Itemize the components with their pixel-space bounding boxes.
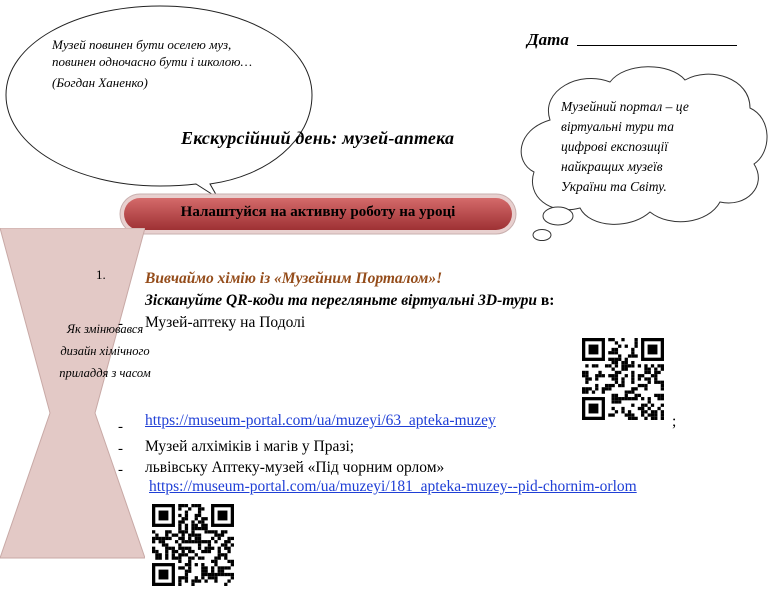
banner-shape: [119, 193, 517, 235]
task-subheading: Зіскануйте QR-коди та перегляньте віртуа…: [145, 292, 554, 310]
task-subheading-tail: в:: [536, 292, 555, 309]
thought-cloud: [520, 66, 768, 241]
date-label: Дата: [527, 30, 569, 49]
list-dash: -: [118, 441, 123, 457]
task-heading: Вивчаймо хімію із «Музейним Порталом»!: [145, 270, 443, 287]
task-subheading-italic: Зіскануйте QR-коди та перегляньте віртуа…: [145, 292, 537, 309]
hourglass-shape: [0, 228, 145, 559]
speech-bubble: [5, 5, 313, 199]
date-field: Дата: [527, 30, 737, 50]
quote-author: (Богдан Ханенко): [52, 75, 148, 90]
side-text: Як змінювався дизайн хімічного приладдя …: [59, 322, 151, 380]
cloud-text: Музейний портал – це віртуальні тури та …: [561, 99, 689, 194]
list-item-lviv: львівську Аптеку-музей «Під чорним орлом…: [145, 459, 445, 476]
list-item-suffix: ;: [672, 413, 677, 430]
list-item-podil: Музей-аптеку на Подолі: [145, 314, 306, 331]
quote-body: Музей повинен бути оселею муз, повинен о…: [52, 37, 253, 69]
list-item-prague: Музей алхіміків і магів у Празі;: [145, 438, 355, 455]
list-dash: -: [118, 316, 123, 332]
qr-code-icon: [582, 338, 664, 420]
list-dash: -: [118, 462, 123, 478]
qr-code-icon: [152, 504, 234, 586]
link-apteka-lviv[interactable]: https://museum-portal.com/ua/muzeyi/181_…: [149, 478, 637, 495]
date-blank-line[interactable]: [576, 45, 737, 46]
quote-text: Музей повинен бути оселею муз, повинен о…: [52, 36, 257, 91]
banner-label: Налаштуйся на активну роботу на уроці: [180, 204, 456, 220]
step-number: 1.: [96, 267, 106, 282]
link-apteka-podil[interactable]: https://museum-portal.com/ua/muzeyi/63_a…: [145, 412, 496, 429]
page-title: Екскурсійний день: музей-аптека: [181, 128, 455, 148]
list-dash: -: [118, 419, 123, 435]
